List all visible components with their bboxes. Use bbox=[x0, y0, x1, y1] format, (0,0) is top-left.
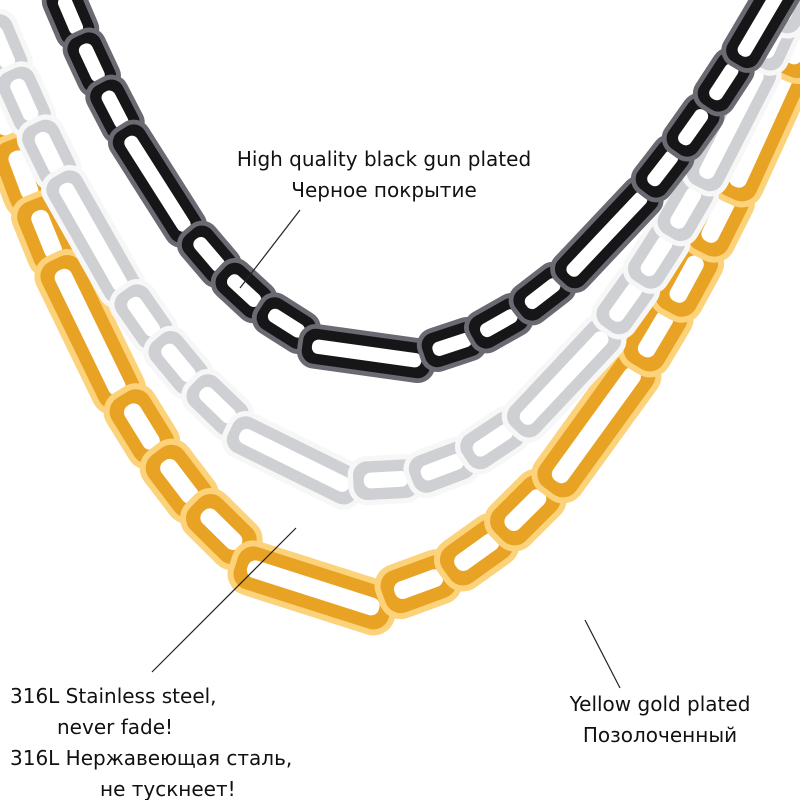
steel-chain bbox=[0, 0, 800, 510]
steel-caption-line-4: не тускнеет! bbox=[100, 777, 236, 800]
gold-chain-caption: Yellow gold plated Позолоченный bbox=[560, 689, 760, 751]
gold-chain bbox=[0, 0, 800, 636]
leader-line-gold bbox=[584, 619, 621, 689]
black-chain-link bbox=[107, 119, 208, 248]
black-chain-caption: High quality black gun plated Черное пок… bbox=[228, 144, 540, 206]
black-chain bbox=[41, 0, 800, 384]
gold-caption-line-2: Позолоченный bbox=[582, 723, 738, 747]
steel-chain-link bbox=[221, 411, 368, 510]
steel-caption-line-1: 316L Stainless steel, bbox=[10, 684, 217, 708]
leader-lines bbox=[151, 209, 621, 689]
black-chain-link bbox=[296, 323, 437, 384]
black-chain-link bbox=[721, 0, 800, 73]
leader-line-steel bbox=[151, 527, 297, 673]
gold-caption-line-1: Yellow gold plated bbox=[569, 692, 751, 716]
black-chain-link bbox=[550, 175, 664, 294]
steel-chain-caption: 316L Stainless steel, never fade! 316L Н… bbox=[10, 681, 292, 800]
steel-caption-line-2: never fade! bbox=[57, 715, 174, 739]
steel-caption-line-3: 316L Нержавеющая сталь, bbox=[10, 746, 293, 770]
black-caption-line-1: High quality black gun plated bbox=[236, 147, 532, 171]
black-caption-line-2: Черное покрытие bbox=[291, 178, 477, 202]
leader-line-black bbox=[239, 209, 301, 289]
